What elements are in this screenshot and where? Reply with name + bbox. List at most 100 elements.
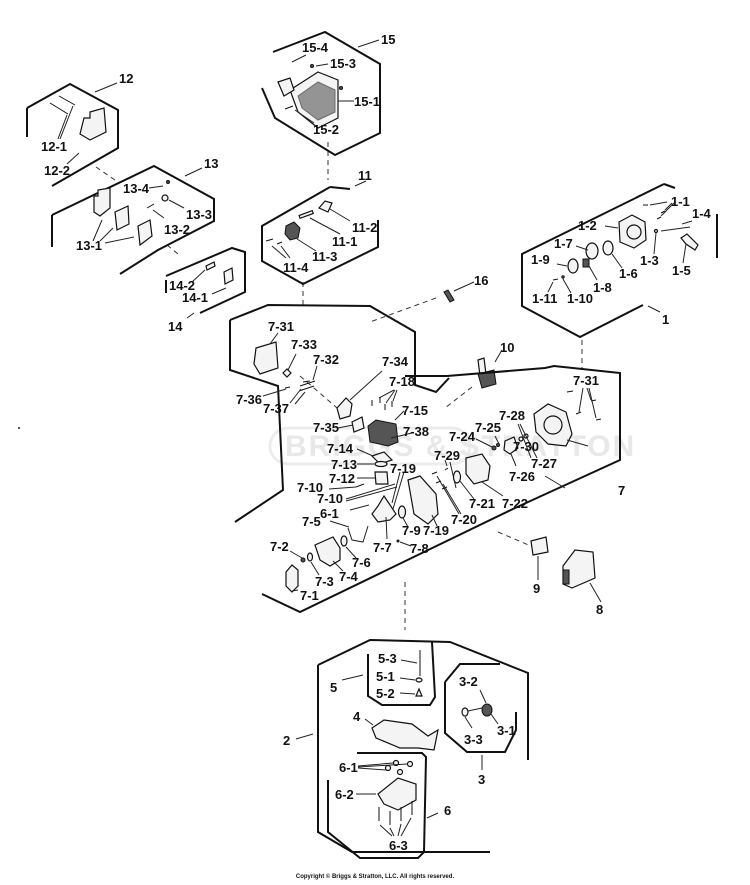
part-7-1-clamp[interactable] <box>285 564 299 593</box>
part-7-36-bolt[interactable] <box>284 386 291 389</box>
part-7-21-bearing[interactable] <box>452 470 462 484</box>
part-7-20-bolt[interactable] <box>431 471 438 475</box>
part-3-3-gasket[interactable] <box>461 707 469 717</box>
part-1-9-clutch-shoe[interactable] <box>567 258 579 274</box>
part-7-7-crankshaft[interactable] <box>371 494 397 523</box>
part-11-2-cap[interactable] <box>318 200 333 213</box>
part-7-2-screw[interactable] <box>300 557 306 563</box>
part-6-1-grommet[interactable] <box>384 764 392 772</box>
part-7-9-seal[interactable] <box>397 505 407 519</box>
label-12-1: 12-1 <box>41 139 67 154</box>
part-1-1-screw[interactable] <box>660 210 666 214</box>
part-7-33-gasket[interactable] <box>282 368 292 378</box>
part-15-4-gasket[interactable] <box>277 77 295 97</box>
part-13-1-filter-cover[interactable] <box>137 219 153 247</box>
part-12-1-bolt[interactable] <box>49 102 69 115</box>
part-7-6-seal[interactable] <box>340 535 348 547</box>
part-14-1-plate[interactable] <box>223 267 234 285</box>
part-11-4-screw[interactable] <box>265 238 274 242</box>
part-5-1-grommet[interactable] <box>415 677 423 683</box>
part-1-3-washer[interactable] <box>653 228 659 234</box>
label-7-3: 7-3 <box>315 574 334 589</box>
part-1-11-screw[interactable] <box>552 278 559 281</box>
label-11-1: 11-1 <box>332 234 357 249</box>
part-16-spark-plug[interactable] <box>443 289 455 303</box>
label-13-2: 13-2 <box>164 222 190 237</box>
part-1-5-shield[interactable] <box>680 233 699 251</box>
part-7-23-nut[interactable] <box>491 445 497 451</box>
part-13-1-filter-element[interactable] <box>114 205 130 231</box>
part-13-4-screw[interactable] <box>166 180 170 184</box>
part-7-30-screw[interactable] <box>566 390 574 393</box>
label-7-18: 7-19 <box>390 461 416 476</box>
label-7-19: 7-19 <box>423 523 449 538</box>
part-7-32-screw[interactable] <box>302 380 311 383</box>
part-13-3-grommet[interactable] <box>161 194 169 202</box>
part-1-10-washer[interactable] <box>561 275 565 279</box>
part-11-3-body[interactable] <box>284 221 301 241</box>
part-7-8-pin[interactable] <box>396 539 400 543</box>
part-4-fuel-tank[interactable] <box>371 719 439 751</box>
part-7-12-piston[interactable] <box>374 471 389 485</box>
label-15-4: 15-4 <box>302 40 329 55</box>
part-13-2-spring[interactable] <box>146 203 155 209</box>
part-7-13-ring[interactable] <box>374 460 388 468</box>
label-6-1: 6-1 <box>339 760 358 775</box>
label-13-4: 13-4 <box>123 181 150 196</box>
label-15-3: 15-3 <box>330 56 356 71</box>
part-7-28-pin[interactable] <box>444 467 449 471</box>
part-6-1-grommet[interactable] <box>406 760 414 768</box>
part-1-6-o-ring[interactable] <box>602 240 614 256</box>
part-7-34-muffler[interactable] <box>336 397 353 420</box>
part-7-30-screw[interactable] <box>575 411 582 415</box>
part-9-gasket[interactable] <box>530 536 549 556</box>
part-15-1-cover[interactable] <box>289 71 339 129</box>
part-7-4-crankcase-half[interactable] <box>314 536 341 567</box>
part-6-1-grommet[interactable] <box>396 768 404 776</box>
label-13: 13 <box>204 156 218 171</box>
part-7-24-washer[interactable] <box>496 443 500 447</box>
part-7-25-pawl-carrier[interactable] <box>503 436 519 455</box>
part-12-2-cover[interactable] <box>79 107 107 141</box>
part-3-2-cap[interactable] <box>481 703 493 717</box>
group-1-clutch: 1-1 1-4 1-2 1-7 1-9 1-3 1-6 1-5 1-8 1-11… <box>521 183 718 339</box>
part-7-22-flywheel[interactable] <box>465 453 491 485</box>
part-7-37-bolt[interactable] <box>299 380 316 387</box>
part-11-4-screw[interactable] <box>276 241 283 245</box>
label-7-15: 7-15 <box>402 403 428 418</box>
label-12: 12 <box>119 71 133 86</box>
label-7-12: 7-12 <box>329 471 355 486</box>
part-7-15-cylinder[interactable] <box>367 419 399 447</box>
part-7-30-screw[interactable] <box>595 418 602 421</box>
label-7-14: 7-14 <box>327 441 354 456</box>
part-7-3-bearing[interactable] <box>306 552 314 562</box>
group-8-air-cleaner: 8 <box>562 549 603 617</box>
part-7-31-muffler-cover[interactable] <box>253 341 279 375</box>
part-14-2-lever[interactable] <box>205 261 216 271</box>
label-7-22: 7-22 <box>502 496 528 511</box>
part-1-8-spring[interactable] <box>582 258 590 268</box>
label-7-28: 7-29 <box>434 448 460 463</box>
part-7-35-gasket[interactable] <box>351 416 365 433</box>
label-1-2: 1-2 <box>578 218 597 233</box>
part-1-1-screw[interactable] <box>656 216 662 220</box>
part-7-19-crankcase[interactable] <box>407 475 439 525</box>
group-11-carburetor: 11 11-2 11-1 11-3 11-4 <box>261 168 379 286</box>
group-7-engine: 7 <box>229 303 625 614</box>
group-14-choke: 14-2 14-1 14 <box>165 246 246 334</box>
part-15-3-pin[interactable] <box>310 64 314 68</box>
part-15-3-pin[interactable] <box>339 86 343 90</box>
label-8: 8 <box>596 602 603 617</box>
part-12-1-bolt[interactable] <box>58 95 76 106</box>
part-6-2-bracket[interactable] <box>377 777 417 811</box>
part-1-7-clutch-drum[interactable] <box>585 242 599 260</box>
label-7-27: 7-28 <box>499 408 525 423</box>
label-1-3: 1-3 <box>640 253 659 268</box>
part-7-11-pin[interactable] <box>355 483 365 488</box>
part-15-2-screw[interactable] <box>284 105 294 110</box>
part-13-1-filter-housing[interactable] <box>93 187 111 217</box>
part-7-26-spring[interactable] <box>518 436 524 442</box>
part-5-2-filter[interactable] <box>415 687 423 697</box>
label-7-6: 7-6 <box>352 555 371 570</box>
part-11-1-pin[interactable] <box>298 209 315 220</box>
